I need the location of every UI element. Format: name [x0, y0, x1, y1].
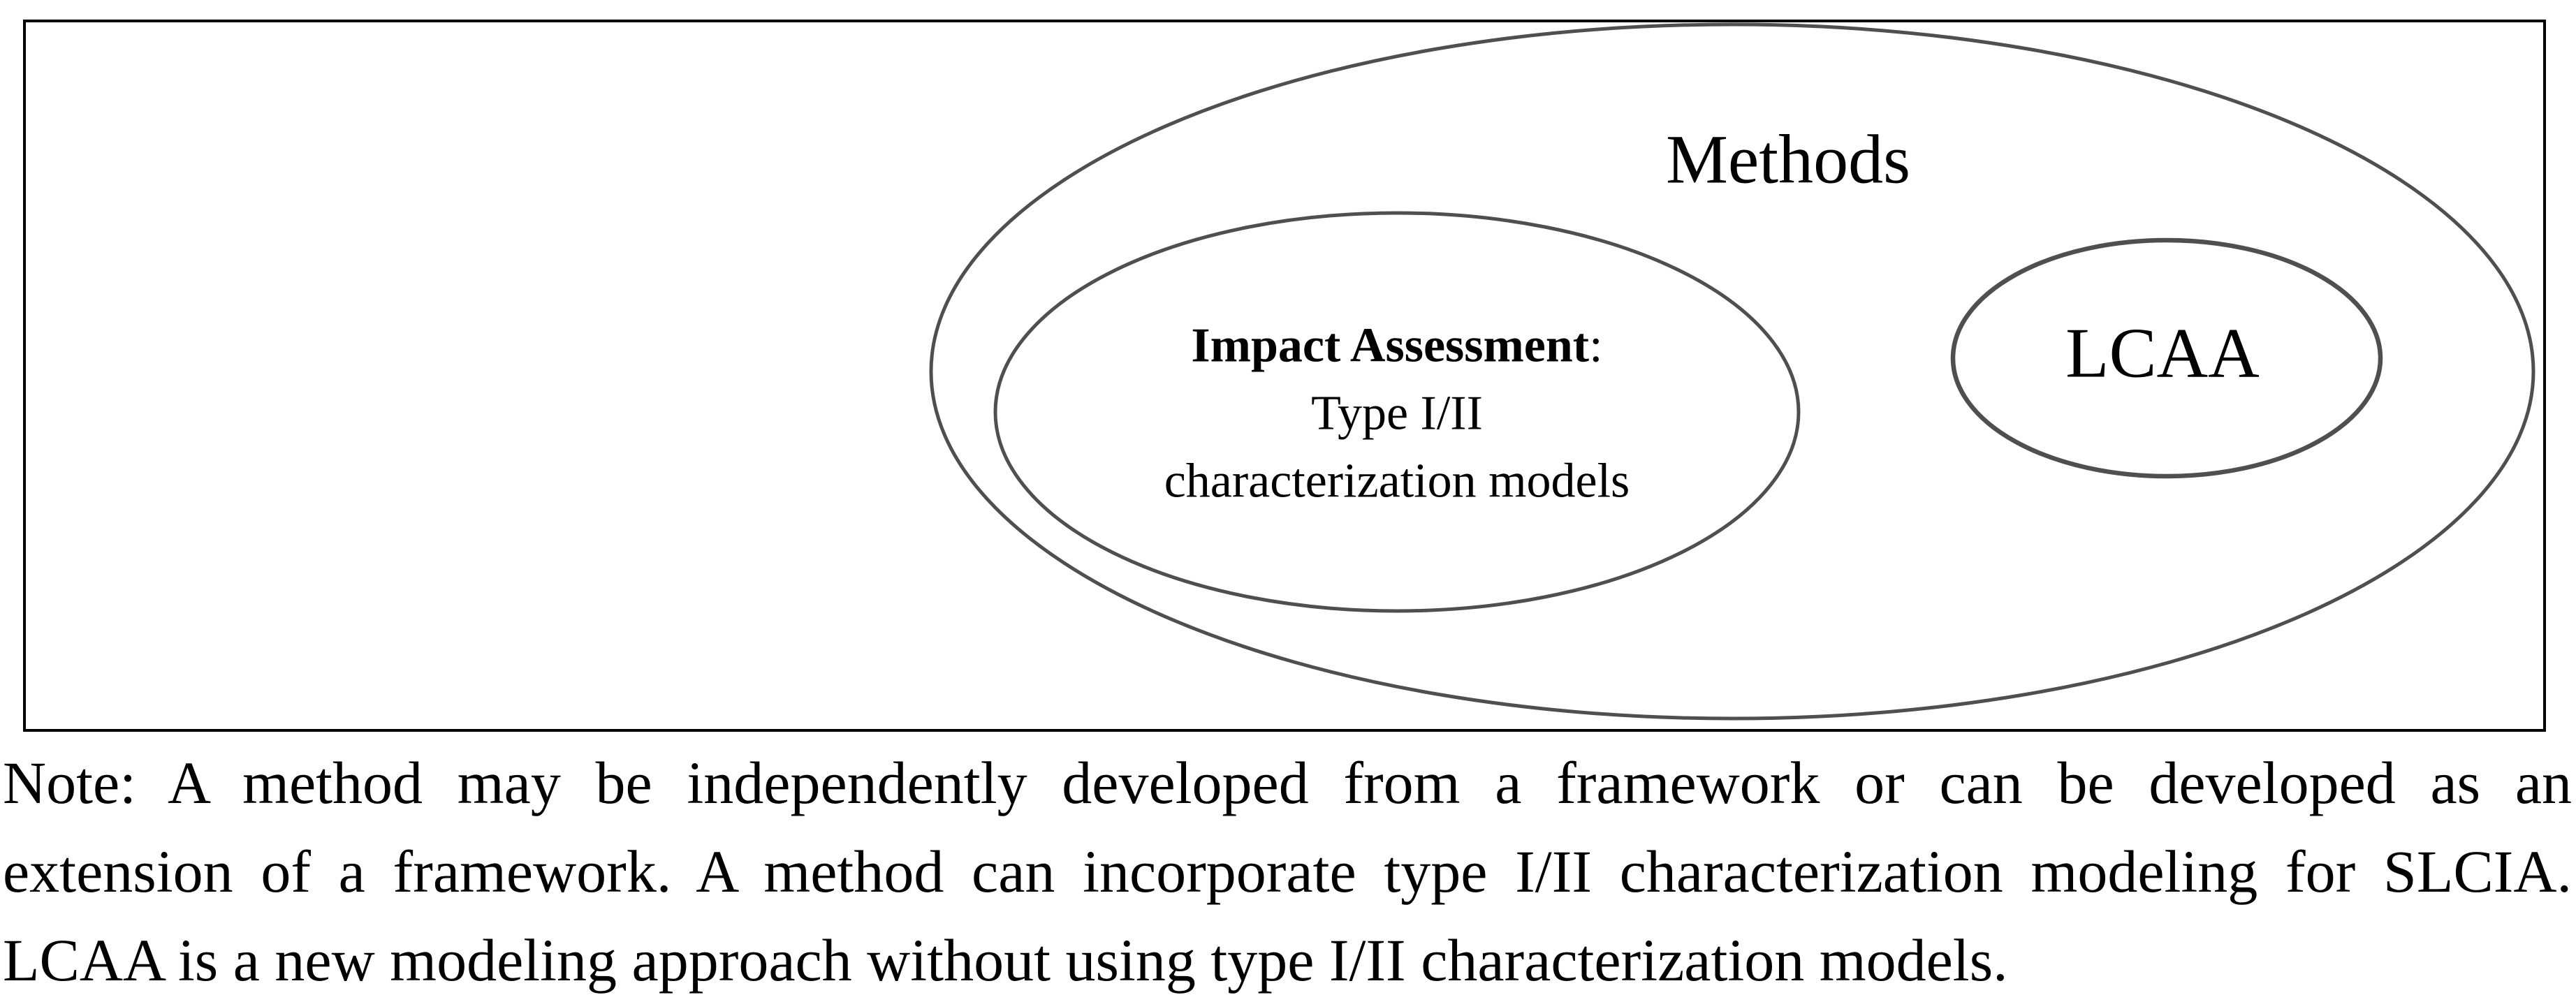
impact-assessment-line3: characterization models	[1164, 454, 1630, 508]
figure-note: Note: A method may be independently deve…	[3, 739, 2572, 1002]
note-line-3: LCAA is a new modeling approach without …	[3, 927, 2008, 994]
methods-label: Methods	[1666, 120, 1910, 198]
impact-assessment-colon: :	[1589, 318, 1603, 373]
impact-assessment-title-line: Impact Assessment:	[1164, 312, 1630, 380]
lcaa-ellipse	[1950, 237, 2383, 479]
impact-assessment-text: Impact Assessment: Type I/II characteriz…	[1164, 312, 1630, 515]
methods-ellipse	[929, 22, 2535, 721]
impact-assessment-title: Impact Assessment	[1191, 318, 1590, 373]
impact-assessment-ellipse	[993, 211, 1801, 613]
note-line-1: Note: A method may be independently deve…	[3, 749, 2572, 816]
diagram-frame	[23, 20, 2546, 732]
impact-assessment-line2: Type I/II	[1311, 386, 1483, 441]
lcaa-label: LCAA	[2065, 314, 2260, 393]
note-line-2: extension of a framework. A method can i…	[3, 838, 2572, 905]
